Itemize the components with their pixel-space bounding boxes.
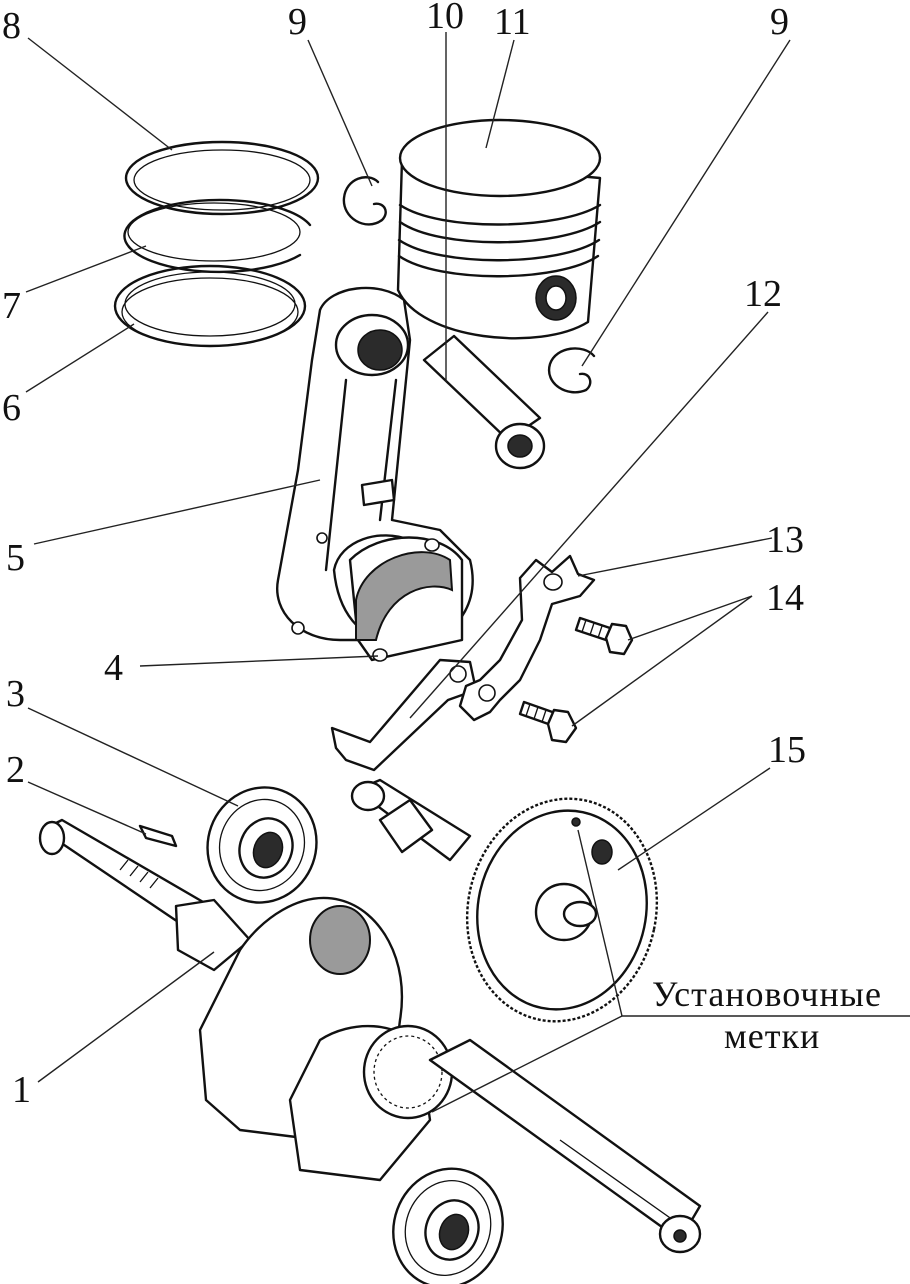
crankshaft-1 [38,818,702,1254]
callout-13: 13 [766,519,804,561]
leader-4 [139,655,379,667]
bolt-14-upper [574,616,634,656]
leader-8 [27,37,173,151]
locking-plate-12 [330,658,478,772]
piston-11 [396,118,602,340]
bearing-lower [392,1167,504,1284]
leader-9-right [581,39,791,367]
rod-cap-4 [348,536,464,662]
callout-5: 5 [6,537,25,579]
leader-7 [25,245,147,293]
leader-5 [33,479,321,545]
leader-11 [485,39,515,149]
callout-3: 3 [6,673,25,715]
callout-9-left: 9 [288,1,307,43]
leader-14a [627,595,753,641]
timing-marks-label-line1: Установочные [652,974,882,1014]
leader-6 [25,323,135,393]
timing-marks-label-line2: метки [724,1016,820,1056]
locking-plate-13 [458,554,596,722]
callout-10: 10 [426,0,464,37]
callout-12: 12 [744,273,782,315]
leader-3 [27,707,239,807]
circlip-9-right [547,347,596,394]
callout-7: 7 [2,285,21,327]
bolt-14-lower [518,700,578,744]
callout-6: 6 [2,387,21,429]
leader-15 [617,767,771,871]
callout-9-right: 9 [770,1,789,43]
callout-14: 14 [766,577,804,619]
leader-marks-2 [431,1015,623,1113]
callout-15: 15 [768,729,806,771]
leader-14b [571,595,753,727]
leader-2 [27,781,147,835]
leader-13 [577,537,773,577]
piston-pin-10 [422,334,546,470]
callout-1: 1 [12,1069,31,1111]
piston-ring-8 [124,140,320,216]
callout-2: 2 [6,749,25,791]
callout-8: 8 [2,5,21,47]
leader-1 [37,951,215,1083]
callout-4: 4 [104,647,123,689]
circlip-9-left [342,176,387,226]
callout-11: 11 [494,1,531,43]
piston-ring-6 [113,264,307,348]
leader-9-left [307,39,373,187]
leader-12 [409,311,769,719]
piston-ring-7 [123,198,312,274]
key-2 [138,824,178,848]
bearing-3 [206,786,318,904]
